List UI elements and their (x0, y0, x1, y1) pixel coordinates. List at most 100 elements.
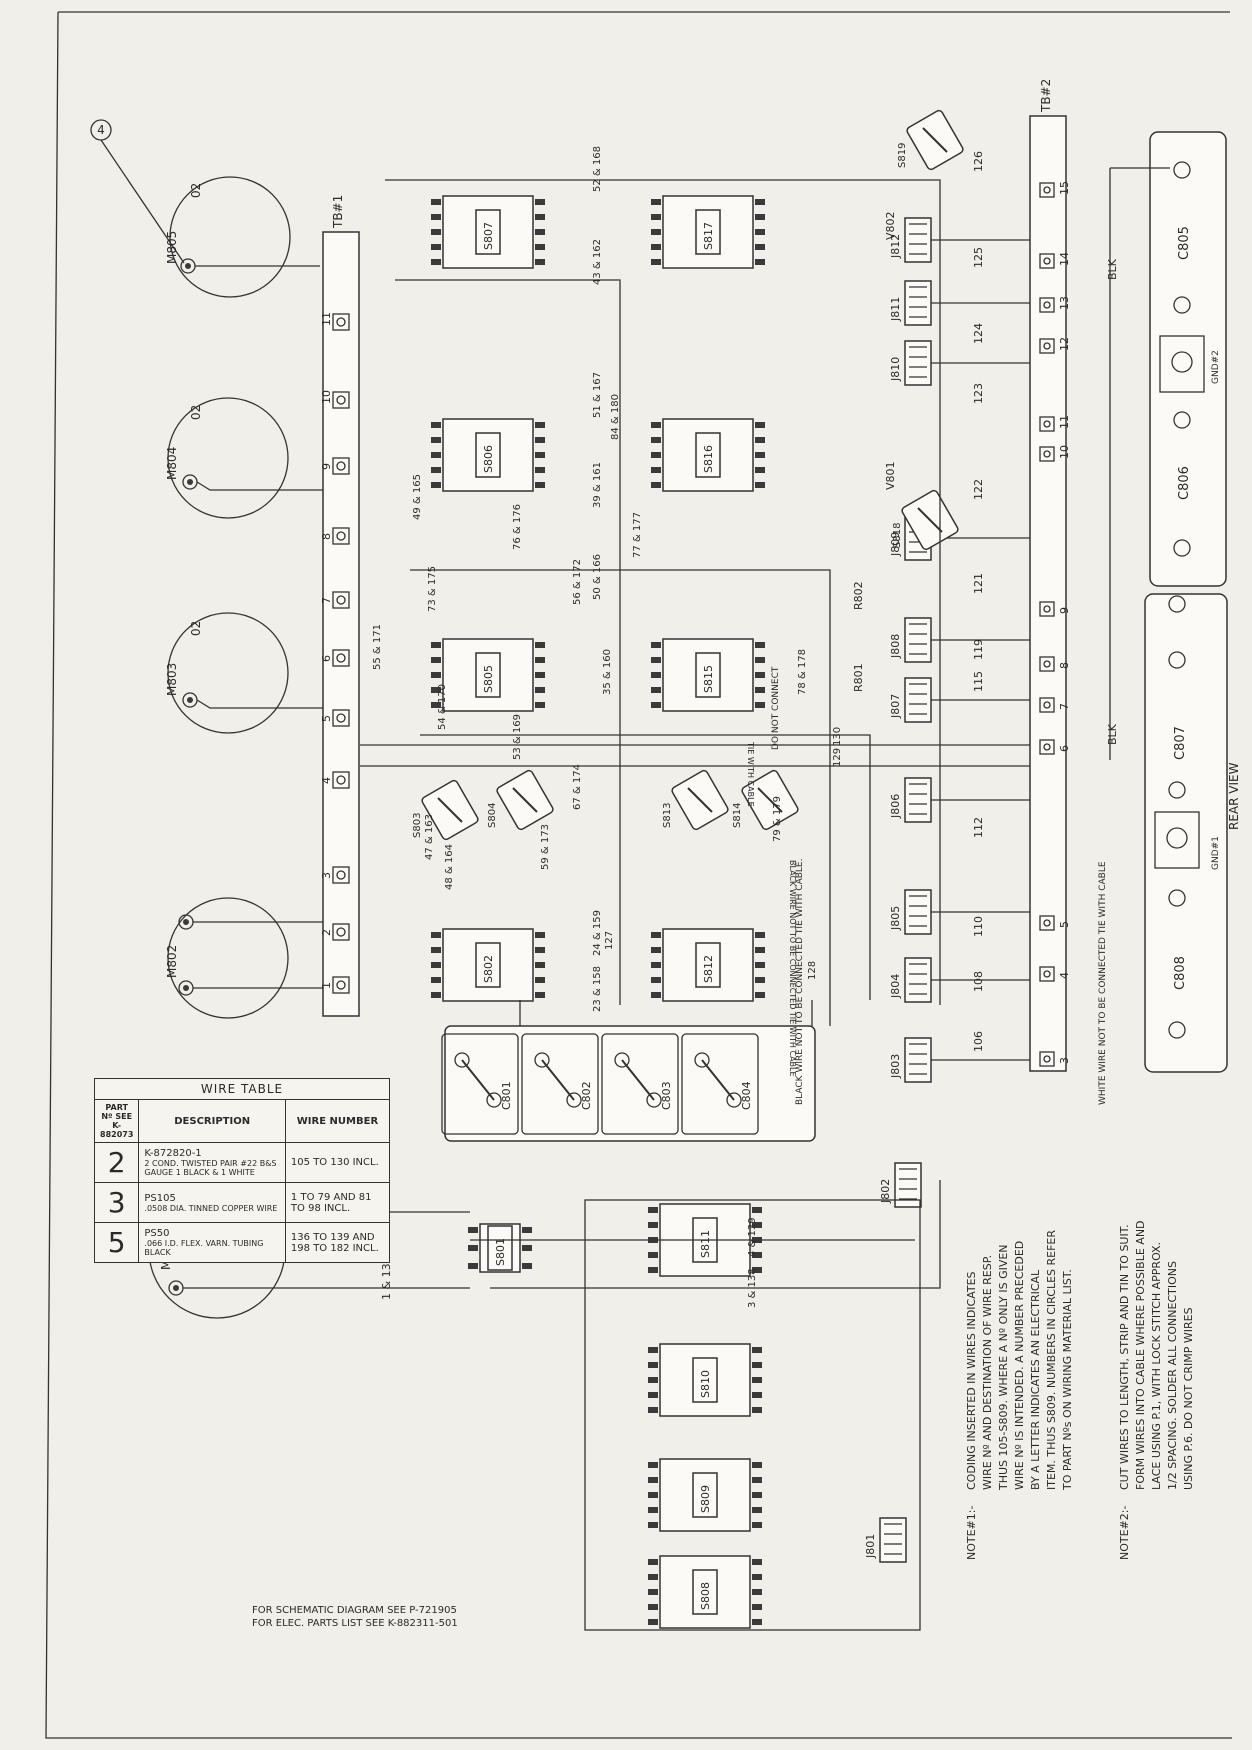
jack-label: J802 (879, 1179, 892, 1204)
component-ref: R802 (852, 581, 865, 610)
tb1-terminal-number: 6 (320, 655, 333, 662)
tb1-terminal-number: 10 (320, 390, 333, 404)
jack-label: J808 (889, 634, 902, 659)
wire-label: 39 & 161 (592, 462, 603, 508)
tb1-terminal: 4 (320, 771, 350, 789)
table-row: 3 PS105.0508 DIA. TINNED COPPER WIRE 1 T… (93, 1182, 391, 1223)
tb2-terminal: 8 (1039, 656, 1071, 672)
tb2-terminal-number: 12 (1058, 337, 1071, 351)
wire-label: 67 & 174 (572, 764, 583, 810)
svg-text:WIRE Nº AND DESTINATION OF WIR: WIRE Nº AND DESTINATION OF WIRE RESP. (981, 1255, 994, 1490)
jack-j803: J803 (889, 1037, 1030, 1083)
wire-label: 23 & 158 (592, 966, 603, 1012)
wire-label: 129 (832, 748, 843, 767)
desc-sub: 2 COND. TWISTED PAIR #22 B&S GAUGE 1 BLA… (144, 1159, 277, 1177)
wire-label: 39 & 161 (592, 462, 603, 508)
tb2-terminal-number: 4 (1058, 972, 1071, 979)
rotary-label: S814 (732, 803, 743, 828)
jack-j806: J806 (889, 777, 1030, 823)
tb2-terminal-number: 3 (1058, 1057, 1071, 1064)
jack-j801: J801 (864, 1517, 907, 1563)
switch-s805: S805 (431, 638, 545, 712)
meter-m803: M803 02 (165, 612, 330, 734)
tb1-terminal: 5 (320, 709, 350, 727)
tb2-terminal-number: 11 (1058, 415, 1071, 429)
svg-text:NOTE#1:-: NOTE#1:- (965, 1506, 978, 1560)
lower-switch-bank (584, 1199, 921, 1631)
tb1-terminal-number: 10 (320, 390, 333, 404)
switch-s806: S806 (431, 418, 545, 492)
rotary-s803: S803 (412, 779, 479, 841)
switch-label: S816 (702, 445, 715, 473)
tb1-terminal-number: 2 (320, 929, 333, 936)
svg-text:NOTE#2:-: NOTE#2:- (1118, 1506, 1131, 1560)
tb2-terminal: 4 (1039, 966, 1071, 982)
tb2-terminal: 5 (1039, 915, 1071, 931)
tb1-terminal: 7 (320, 591, 350, 609)
svg-text:TB#2: TB#2 (1039, 79, 1053, 113)
svg-text:THUS 105-S809. WHERE A Nº ONLY: THUS 105-S809. WHERE A Nº ONLY IS GIVEN (997, 1244, 1010, 1491)
switch-label: S801 (494, 1238, 507, 1266)
wire-label: 52 & 168 (592, 146, 603, 192)
wire-label: 49 & 165 (412, 474, 423, 520)
wire-label: 51 & 167 (592, 372, 603, 418)
svg-text:M803: M803 (165, 663, 179, 696)
svg-text:LACE USING P.1, WITH LOCK STIT: LACE USING P.1, WITH LOCK STITCH APPROX. (1150, 1242, 1163, 1490)
switch-label: S816 (702, 445, 715, 473)
tb2-terminal-number: 13 (1058, 296, 1071, 310)
switch-label: S817 (702, 222, 715, 250)
wire-number: 1 TO 79 AND 81 TO 98 INCL. (284, 1182, 391, 1223)
component-ref: V802 (884, 211, 897, 240)
switch-label: S810 (699, 1370, 712, 1398)
jack-label: J809 (889, 532, 902, 557)
tb2-terminal-number: 10 (1058, 445, 1071, 459)
drawing-border (45, 11, 1232, 1739)
svg-text:M805: M805 (165, 231, 179, 264)
tb2-terminal-number: 6 (1058, 745, 1071, 752)
wire-label: 3 & 138 (747, 1268, 758, 1308)
svg-text:BLK: BLK (1106, 723, 1119, 745)
wire-label: 128 (807, 961, 818, 980)
footer-refs: FOR SCHEMATIC DIAGRAM SEE P-721905 FOR E… (252, 1605, 458, 1629)
jack-j811: J811 (889, 280, 1030, 326)
wire-label: 79 & 179 (772, 796, 783, 842)
rotary-label: S804 (487, 803, 498, 828)
note-2: NOTE#2:- CUT WIRES TO LENGTH, STRIP AND … (1118, 1220, 1195, 1560)
tb1-terminal: 3 (320, 866, 350, 884)
jack-label: J807 (889, 694, 902, 719)
tb2-wire-number: 119 (972, 639, 985, 660)
capacitor-c801: C801 (441, 1033, 519, 1135)
capacitor-label: C802 (580, 1081, 593, 1110)
capacitor-label: C803 (660, 1081, 673, 1110)
tb2-terminal: 6 (1039, 739, 1071, 755)
tb1-terminal-number: 4 (320, 777, 333, 784)
wire-label: 43 & 162 (592, 239, 603, 285)
wire-label: 52 & 168 (592, 146, 603, 192)
tb1-terminal: 2 (320, 923, 350, 941)
wire-label: 51 & 167 (592, 372, 603, 418)
switch-label: S812 (702, 955, 715, 983)
tb2-terminal-number: 7 (1058, 703, 1071, 710)
wire-table-head-desc: DESCRIPTION (138, 1099, 286, 1143)
tb2-wire-number: 115 (972, 671, 985, 692)
wire-number: 136 TO 139 AND 198 TO 182 INCL. (284, 1222, 391, 1263)
tb2-wire-number: 112 (972, 817, 985, 838)
meter-m805: M805 02 (165, 176, 320, 298)
jack-label: J803 (889, 1054, 902, 1079)
wire-table-head-wire: WIRE NUMBER (284, 1099, 391, 1143)
tb1-terminal-number: 2 (320, 929, 333, 936)
component-ref: V801 (884, 461, 897, 490)
wire-label: 78 & 178 (797, 649, 808, 695)
desc-main: K-872820-1 (144, 1148, 202, 1159)
tb2-terminal-number: 13 (1058, 296, 1071, 310)
wire-table: WIRE TABLE PART Nº SEE K-882073 DESCRIPT… (93, 1078, 391, 1263)
jack-label: J810 (889, 357, 902, 382)
wire-label: 47 & 163 (424, 814, 435, 860)
tb2-terminal: 15 (1039, 181, 1071, 198)
wire-label: 73 & 175 (427, 566, 438, 612)
jack-label: J804 (889, 974, 902, 999)
switch-label: S810 (699, 1370, 712, 1398)
wire-label: 78 & 178 (797, 649, 808, 695)
wire-label: 59 & 173 (540, 824, 551, 870)
tb1-terminal: 9 (320, 457, 350, 475)
